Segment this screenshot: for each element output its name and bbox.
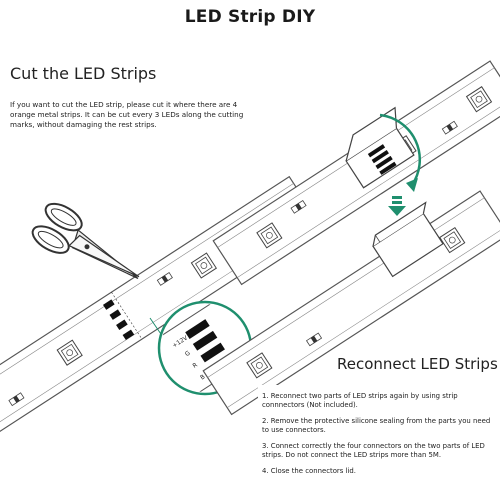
reconnect-steps: 1. Reconnect two parts of LED strips aga… bbox=[262, 392, 498, 483]
connector-closed bbox=[372, 201, 444, 278]
curved-arrow-icon bbox=[379, 113, 422, 186]
step-1: 1. Reconnect two parts of LED strips aga… bbox=[262, 392, 458, 409]
down-arrow-icon bbox=[388, 196, 406, 216]
step-3: 3. Connect correctly the four connectors… bbox=[262, 442, 485, 459]
reconnect-section-heading: Reconnect LED Strips bbox=[337, 355, 498, 373]
step-2: 2. Remove the protective silicone sealin… bbox=[262, 417, 491, 434]
scissors-icon bbox=[31, 202, 140, 280]
step-4: 4. Close the connectors lid. bbox=[262, 467, 356, 475]
pad-label-g: G bbox=[184, 349, 192, 358]
cut-section-body: If you want to cut the LED strip, please… bbox=[10, 100, 244, 129]
pad-label-b: B bbox=[199, 373, 206, 381]
cut-section-heading: Cut the LED Strips bbox=[10, 64, 157, 83]
connector-open bbox=[345, 106, 415, 189]
page-title: LED Strip DIY bbox=[184, 7, 316, 27]
pad-label-r: R bbox=[191, 362, 198, 370]
cut-pads-left bbox=[102, 291, 143, 341]
